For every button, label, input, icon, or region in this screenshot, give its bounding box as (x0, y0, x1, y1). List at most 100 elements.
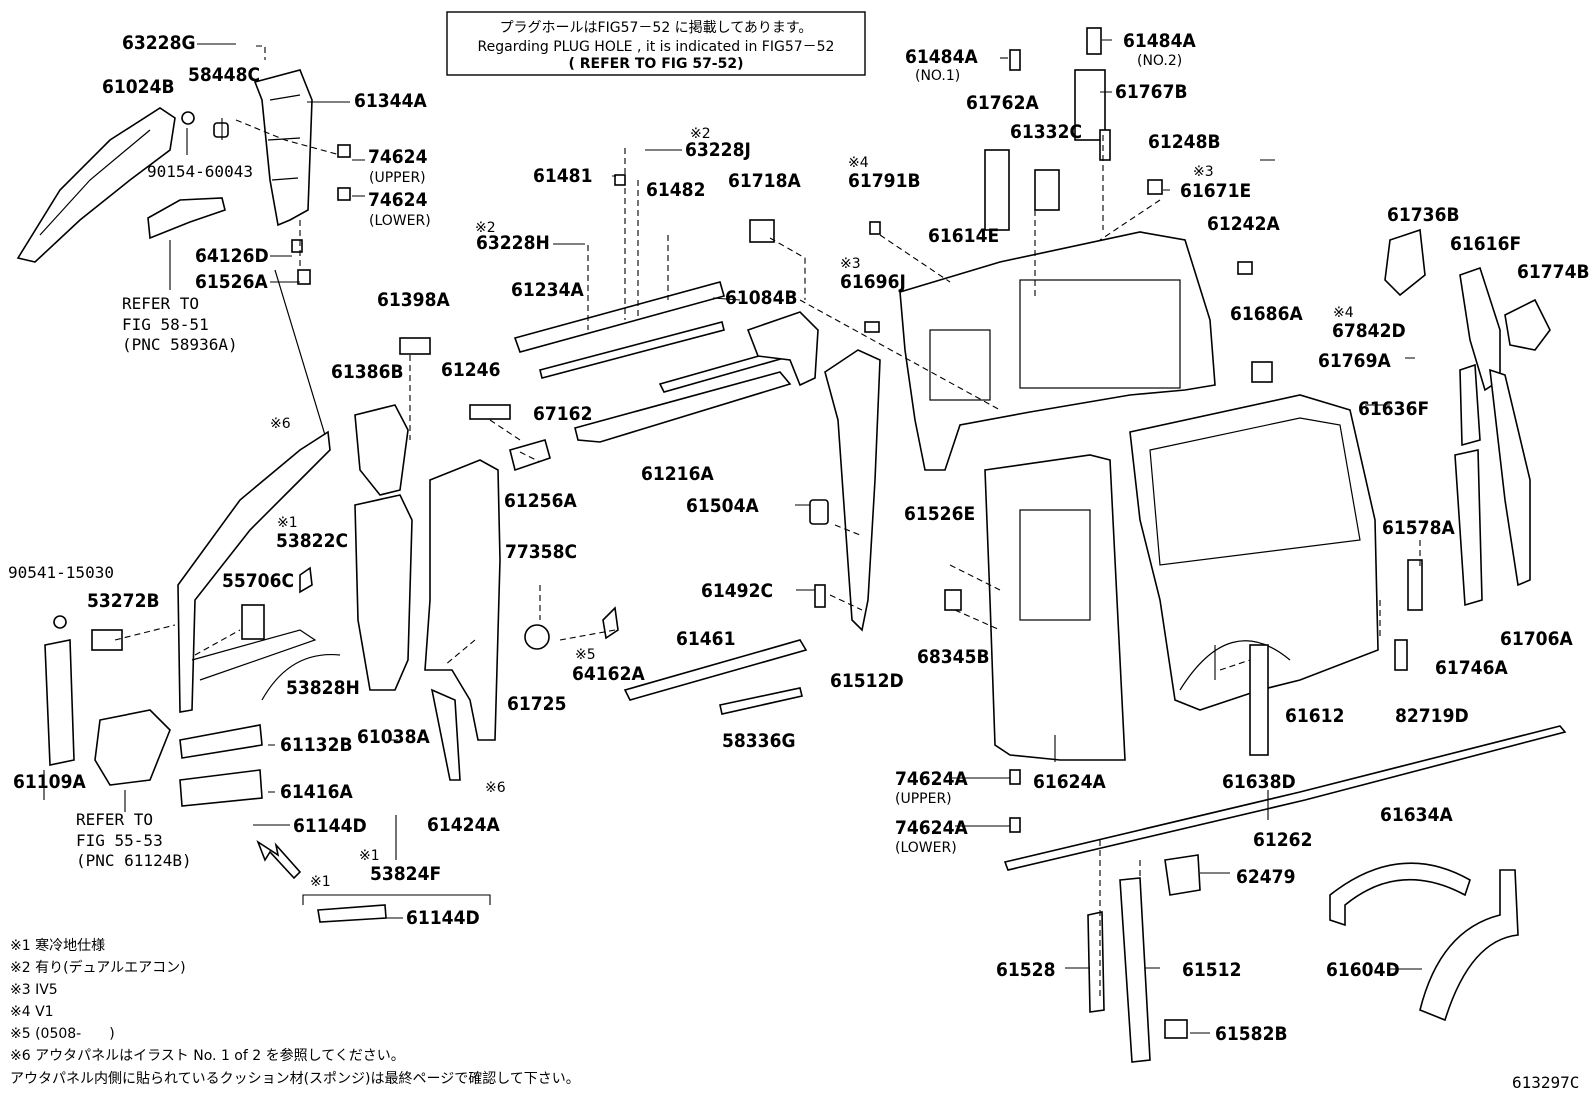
mark-63228j: ※2 (690, 126, 711, 142)
label-61671e: 61671E (1180, 180, 1251, 202)
label-64126d: 64126D (195, 245, 269, 267)
label-61332c: 61332C (1010, 121, 1082, 143)
label-53272b: 53272B (87, 590, 160, 612)
part-61512d-drawing (824, 349, 881, 632)
footnote-2: ※2 有り(デュアルエアコン) (10, 959, 186, 976)
label-63228g: 63228G (122, 32, 196, 54)
label-61038a: 61038A (357, 726, 430, 748)
label-61512d: 61512D (830, 670, 904, 692)
part-61746a-drawing (1454, 449, 1483, 607)
label-77358c: 77358C (505, 541, 577, 563)
label-74624a-upper-sub: (UPPER) (895, 791, 952, 807)
label-90541-15030: 90541-15030 (8, 563, 114, 582)
label-74624a-upper: 74624A (895, 768, 968, 790)
label-68345b: 68345B (917, 646, 990, 668)
label-61398a: 61398A (377, 289, 450, 311)
part-61612-drawing (1129, 394, 1379, 711)
label-74624-lower: 74624 (368, 189, 428, 211)
label-61762a: 61762A (966, 92, 1039, 114)
label-61024b: 61024B (102, 76, 175, 98)
label-61144d-lower: 61144D (406, 907, 480, 929)
part-61216a-drawing (574, 371, 792, 443)
condition-marks: ※2 ※2 ※4 ※3 ※3 ※4 ※6 ※1 ※5 ※6 ※1 ※1 (270, 126, 1354, 890)
mark-64162a: ※5 (575, 647, 596, 663)
label-61696j: 61696J (840, 271, 906, 293)
label-74624-lower-sub: (LOWER) (369, 213, 431, 229)
label-61424a: 61424A (427, 814, 500, 836)
footnote-7: アウタパネル内側に貼られているクッション材(スポンジ)は最終ページで確認して下さ… (10, 1071, 580, 1087)
label-63228h: 63228H (476, 232, 550, 254)
part-drawings (16, 27, 1567, 1063)
mark-61696j: ※3 (840, 256, 861, 272)
label-61132b: 61132B (280, 734, 353, 756)
mark-61791b: ※4 (848, 155, 869, 171)
mark-67842d: ※4 (1333, 305, 1354, 321)
header-note: プラグホールはFIG57－52 に掲載してあります。 Regarding PLU… (446, 11, 866, 76)
label-74624-upper: 74624 (368, 146, 428, 168)
refer-notes: REFER TO FIG 58-51 (PNC 58936A) REFER TO… (76, 294, 238, 870)
refer2-line1: REFER TO (76, 810, 153, 829)
label-61614e: 61614E (928, 225, 999, 247)
mark-53824f: ※1 (359, 848, 380, 864)
refer2-line3: (PNC 61124B) (76, 851, 192, 870)
label-74624a-lower-sub: (LOWER) (895, 840, 957, 856)
label-61416a: 61416A (280, 781, 353, 803)
footnote-3: ※3 IV5 (10, 982, 58, 998)
part-61024b-drawing (16, 107, 176, 263)
footnote-4: ※4 V1 (10, 1004, 54, 1020)
refer2-line2: FIG 55-53 (76, 831, 163, 850)
label-61084b: 61084B (725, 287, 798, 309)
part-labels: 63228G 61024B 58448C 61344A 90154-60043 … (8, 30, 1590, 1045)
label-61686a: 61686A (1230, 303, 1303, 325)
label-61504a: 61504A (686, 495, 759, 517)
label-61242a: 61242A (1207, 213, 1280, 235)
mark-63228h: ※2 (475, 220, 496, 236)
label-61578a: 61578A (1382, 517, 1455, 539)
refer1-line2: FIG 58-51 (122, 315, 209, 334)
label-67842d: 67842D (1332, 320, 1406, 342)
label-90154-60043: 90154-60043 (147, 162, 253, 181)
label-61767b: 61767B (1115, 81, 1188, 103)
mark-pillar-6a: ※6 (270, 416, 291, 432)
part-front-door-frame-drawing (177, 430, 331, 713)
label-53822c: 53822C (276, 530, 348, 552)
part-61634a-drawing (1329, 862, 1471, 927)
label-61718a: 61718A (728, 170, 801, 192)
mark-pillar-6b: ※6 (485, 780, 506, 796)
label-61746a: 61746A (1435, 657, 1508, 679)
label-61638d: 61638D (1222, 771, 1296, 793)
label-53824f: 53824F (370, 863, 441, 885)
label-64162a: 64162A (572, 663, 645, 685)
label-61262: 61262 (1253, 829, 1312, 851)
part-61262-drawing (1003, 725, 1567, 871)
footnote-1: ※1 寒冷地仕様 (10, 937, 105, 954)
label-67162: 67162 (533, 403, 592, 425)
assembly-lines (114, 45, 1421, 1000)
footnotes: ※1 寒冷地仕様 ※2 有り(デュアルエアコン) ※3 IV5 ※4 V1 ※5… (10, 937, 580, 1087)
label-61484a-no2: 61484A (1123, 30, 1196, 52)
refer1-line3: (PNC 58936A) (122, 335, 238, 354)
part-61614e-drawing (899, 231, 1216, 471)
label-61624a: 61624A (1033, 771, 1106, 793)
label-61461: 61461 (676, 628, 735, 650)
mark-53822c: ※1 (277, 515, 298, 531)
label-58448c: 58448C (188, 64, 260, 86)
refer1-line1: REFER TO (122, 294, 199, 313)
label-61109a: 61109A (13, 771, 86, 793)
part-61624a-drawing (984, 454, 1126, 761)
figure-code: 613297C (1512, 1073, 1579, 1092)
label-61634a: 61634A (1380, 804, 1453, 826)
label-61725: 61725 (507, 693, 566, 715)
mark-61144d: ※1 (310, 874, 331, 890)
footnote-5: ※5 (0508- ) (10, 1026, 115, 1042)
label-61484a-no1: 61484A (905, 46, 978, 68)
label-61344a: 61344A (354, 90, 427, 112)
footnote-6: ※6 アウタパネルはイラスト No. 1 of 2 を参照してください。 (10, 1047, 405, 1064)
label-61482: 61482 (646, 179, 705, 201)
label-82719d: 82719D (1395, 705, 1469, 727)
label-61144d-upper: 61144D (293, 815, 367, 837)
label-61234a: 61234A (511, 279, 584, 301)
label-61706a: 61706A (1500, 628, 1573, 650)
label-61481: 61481 (533, 165, 592, 187)
